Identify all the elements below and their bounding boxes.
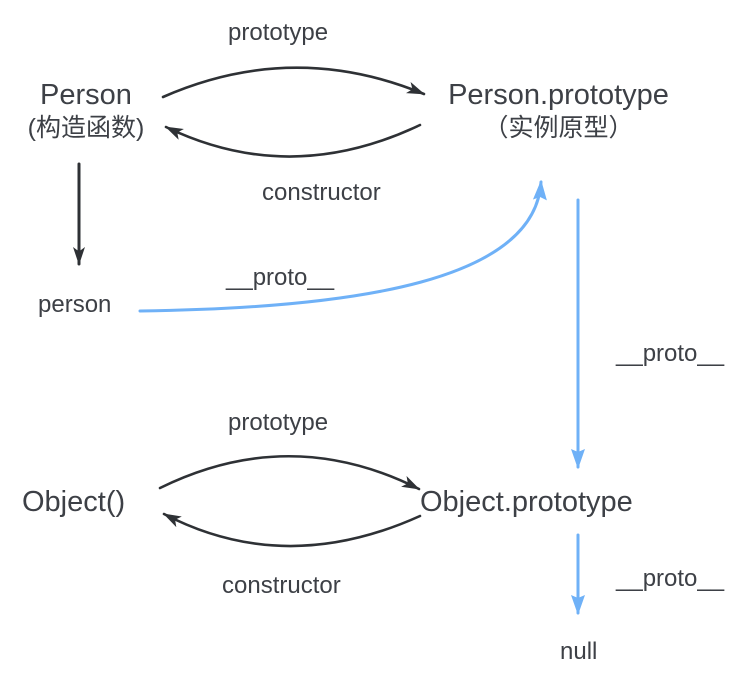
node-object-prototype: Object.prototype — [420, 486, 633, 518]
node-null: null — [560, 638, 598, 665]
edge-label-object-constructor: constructor — [222, 572, 341, 599]
node-person-instance: person — [38, 291, 112, 318]
object-prototype-arc-arrow — [158, 455, 421, 491]
edge-label-person-prototype-proto: __proto__ — [616, 340, 725, 367]
person-prototype-arc-arrow — [161, 66, 426, 99]
object-constructor-arc-arrow — [162, 512, 422, 548]
edge-label-person-constructor: constructor — [262, 179, 381, 206]
edge-label-person-prototype: prototype — [228, 19, 329, 46]
person-constructor-arc-arrow — [164, 123, 422, 158]
person-instance-proto-arrow — [138, 180, 547, 313]
node-person-constructor: Person (构造函数) — [0, 77, 172, 144]
node-person-prototype-title: Person.prototype — [448, 79, 669, 111]
node-object-constructor: Object() — [22, 486, 126, 518]
node-person-constructor-title: Person — [40, 79, 132, 111]
edge-label-object-prototype: prototype — [228, 409, 329, 436]
edge-label-person-instance-proto: __proto__ — [226, 264, 335, 291]
edge-label-object-prototype-proto: __proto__ — [616, 565, 725, 592]
node-person-prototype: Person.prototype （实例原型） — [415, 77, 702, 144]
node-person-prototype-subtitle: （实例原型） — [483, 114, 634, 142]
node-person-constructor-subtitle: (构造函数) — [27, 114, 145, 142]
